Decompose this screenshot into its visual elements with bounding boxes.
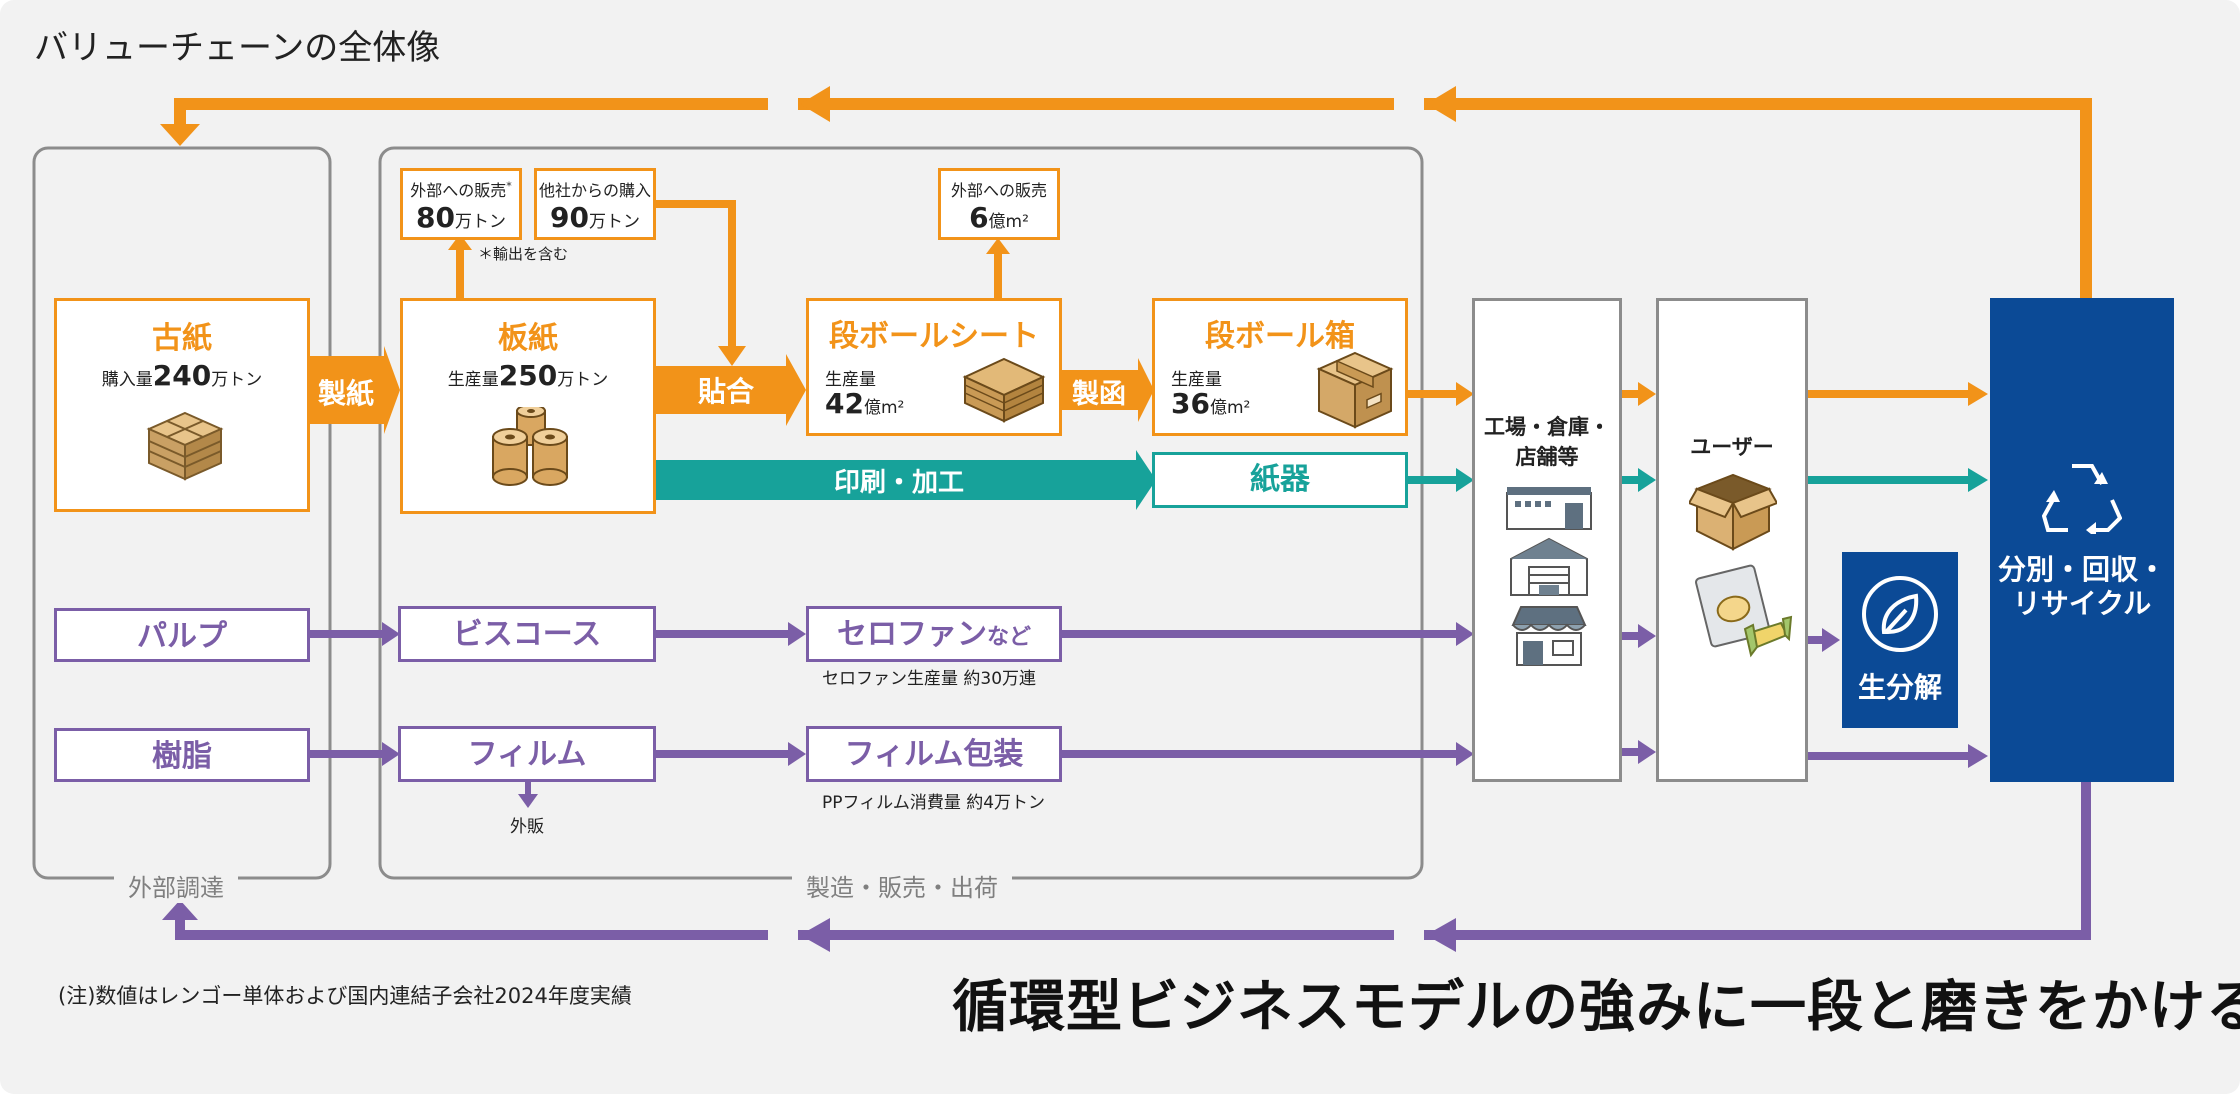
external-sales-label: 外部への販売* [403, 177, 519, 201]
bottom-return-arrow [162, 780, 2091, 952]
cellophane-caption: セロファン生産量 約30万連 [822, 669, 1037, 689]
paperboard-title: 板紙 [498, 321, 558, 356]
factory-label-line2: 店舗等 [1515, 445, 1579, 469]
boxmaking-label: 製函 [1072, 379, 1126, 410]
top-return-arrow [160, 86, 2092, 300]
sheet-sales-box: 外部への販売 6億m² [938, 168, 1060, 240]
paperboard-amount-value: 250 [498, 359, 558, 392]
film-packaging-caption: PPフィルム消費量 約4万トン [822, 793, 1046, 813]
recycle-icon [2042, 464, 2122, 534]
sheet-amount-value: 42 [825, 387, 864, 420]
sheet-sales-label: 外部への販売 [950, 181, 1047, 200]
user-column: ユーザー [1656, 298, 1808, 782]
papermaking-arrow [310, 346, 400, 434]
laminating-label: 貼合 [698, 375, 755, 408]
film-external-sale: 外販 [510, 817, 544, 837]
wastepaper-amount-unit: 万トン [211, 370, 263, 390]
box-amount-value: 36 [1171, 387, 1210, 420]
resin-box: 樹脂 [54, 728, 310, 782]
manufacturing-group-label: 製造・販売・出荷 [792, 868, 1012, 903]
film-box: フィルム [398, 726, 656, 782]
wastepaper-title: 古紙 [152, 321, 212, 356]
cellophane-suffix: など [986, 625, 1031, 650]
purchase-label: 他社からの購入 [538, 181, 651, 200]
printing-arrow [656, 450, 1156, 510]
purchase-unit: 万トン [588, 212, 640, 232]
pulp-box: パルプ [54, 608, 310, 662]
box-amount: 36億m² [1171, 387, 1250, 420]
wastepaper-amount-value: 240 [152, 359, 212, 392]
printing-label: 印刷・加工 [834, 468, 965, 498]
external-sales-box: 外部への販売* 80万トン [400, 168, 522, 240]
external-group-label: 外部調達 [114, 868, 238, 903]
external-sales-mark: * [506, 179, 512, 193]
leaf-icon [1862, 576, 1938, 652]
paperboard-box: 板紙 生産量250万トン [400, 298, 656, 514]
snack-bag-icon [1695, 564, 1793, 658]
box-amount-label: 生産量 [1171, 370, 1222, 390]
cellophane-title: セロファン [836, 617, 987, 652]
factory-column: 工場・倉庫・ 店舗等 [1472, 298, 1622, 782]
wastepaper-amount-label: 購入量 [101, 370, 153, 390]
factory-icon [1506, 487, 1592, 530]
sheet-title: 段ボールシート [829, 319, 1039, 354]
recycle-label-line1: 分別・回収・ [1997, 553, 2166, 586]
sheet-amount-unit: 億m² [863, 398, 905, 418]
warehouse-icon [1510, 537, 1588, 596]
paper-roll-icon [492, 407, 568, 486]
box-amount-unit: 億m² [1209, 398, 1251, 418]
papermaking-label: 製紙 [318, 377, 375, 410]
sheet-sales-unit: 億m² [988, 212, 1029, 232]
recycle-label-line2: リサイクル [2012, 587, 2152, 620]
purchase-arrow [656, 200, 736, 350]
laminating-arrow [656, 354, 806, 426]
paperboard-amount: 生産量250万トン [403, 359, 653, 392]
sheet-box: 段ボールシート 生産量 42億m² [806, 298, 1062, 436]
purchase-box: 他社からの購入 90万トン [534, 168, 656, 240]
store-icon [1511, 606, 1587, 666]
sheet-amount: 42億m² [825, 387, 904, 420]
wastepaper-box: 古紙 購入量240万トン [54, 298, 310, 512]
biodegradable-label: 生分解 [1857, 671, 1942, 704]
corrugated-sheet-stack-icon [962, 357, 1046, 423]
viscose-box: ビスコース [398, 606, 656, 662]
box-title: 段ボール箱 [1205, 319, 1355, 354]
paperboard-amount-label: 生産量 [447, 370, 499, 390]
folding-carton-box: 紙器 [1152, 452, 1408, 508]
bundled-paper-icon [146, 411, 224, 481]
export-note: ＊輸出を含む [478, 245, 569, 263]
purchase-value: 90 [550, 201, 589, 234]
footnote: (注)数値はレンゴー単体および国内連結子会社2024年度実績 [58, 984, 632, 1008]
external-sales-value: 80 [416, 201, 455, 234]
factory-label-line1: 工場・倉庫・ [1484, 415, 1610, 439]
biodegradable-box: 生分解 [1842, 552, 1958, 728]
boxmaking-arrow [1060, 358, 1154, 422]
recycle-box: 分別・回収・ リサイクル [1990, 298, 2174, 782]
tagline: 循環型ビジネスモデルの強みに一段と磨きをかける。 [952, 975, 2240, 1040]
external-sales-unit: 万トン [454, 212, 506, 232]
open-box-icon [1689, 473, 1777, 551]
wastepaper-amount: 購入量240万トン [57, 359, 307, 392]
external-sales-amount: 80万トン [403, 201, 519, 234]
sheet-sales-amount: 6億m² [941, 201, 1057, 234]
user-label: ユーザー [1690, 435, 1774, 459]
box-box: 段ボール箱 生産量 36億m² [1152, 298, 1408, 436]
page-title: バリューチェーンの全体像 [34, 28, 441, 68]
cardboard-box-icon [1316, 351, 1394, 429]
purchase-amount: 90万トン [537, 201, 653, 234]
sheet-amount-label: 生産量 [825, 370, 876, 390]
external-sales-label-text: 外部への販売 [410, 181, 507, 200]
cellophane-box: セロファンなど [806, 606, 1062, 662]
film-packaging-box: フィルム包装 [806, 726, 1062, 782]
paperboard-amount-unit: 万トン [557, 370, 609, 390]
sheet-sales-value: 6 [969, 201, 989, 234]
